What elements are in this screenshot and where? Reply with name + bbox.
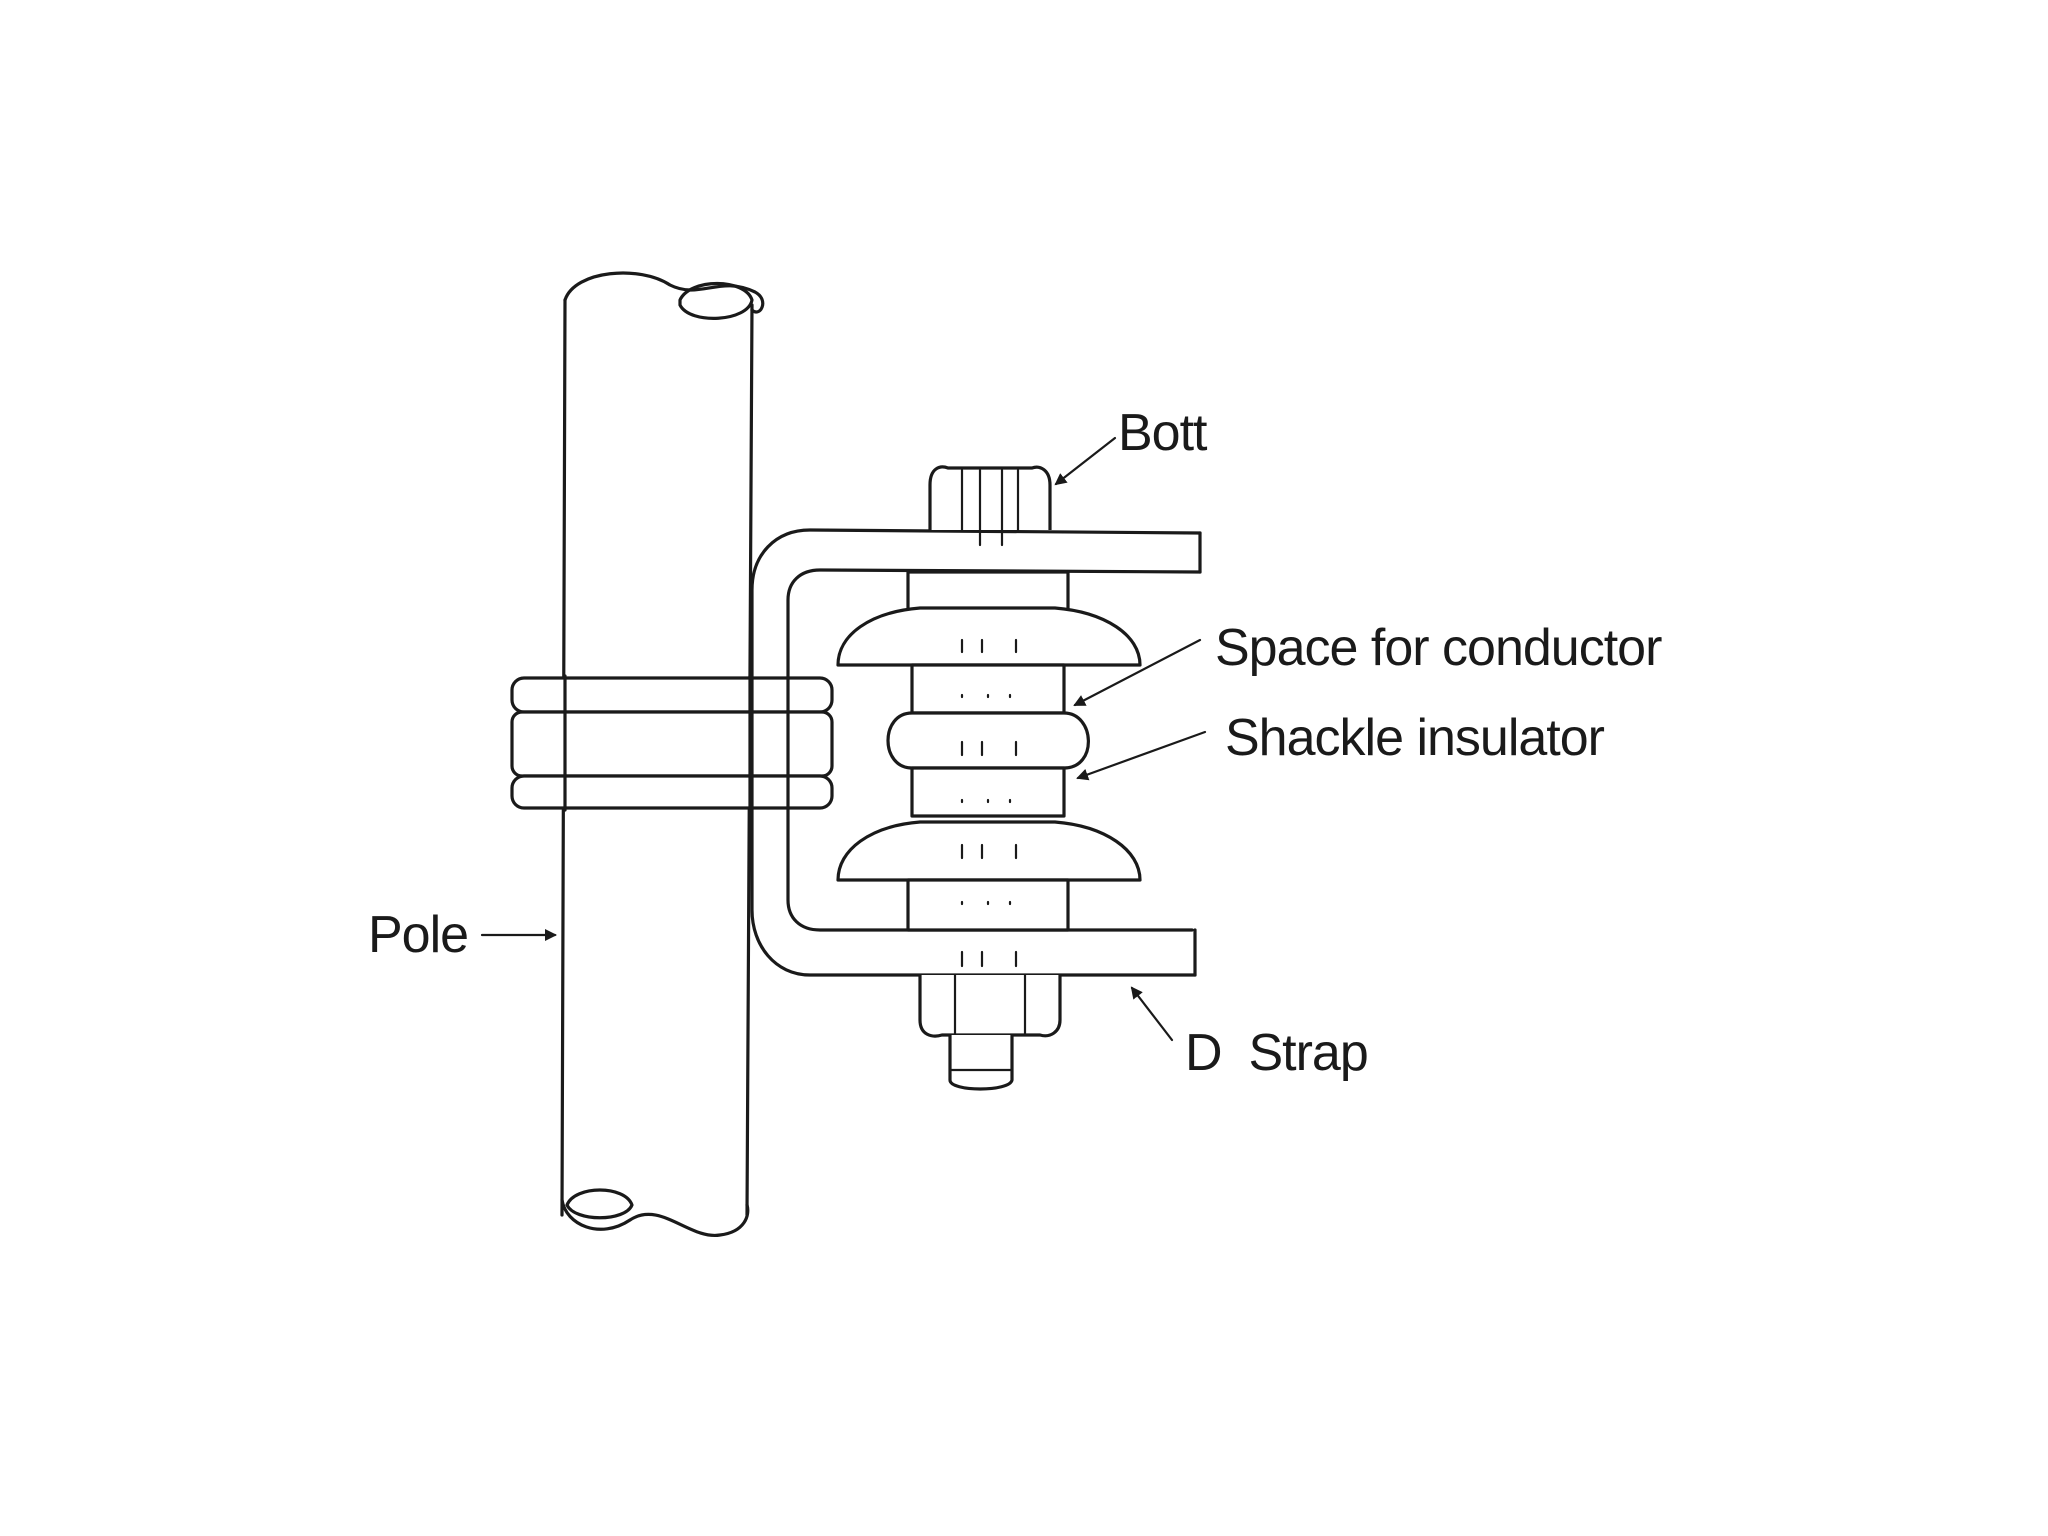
leader-shackle-insulator — [1076, 730, 1207, 781]
through-bolt — [510, 674, 834, 812]
shackle-insulator — [836, 570, 1142, 968]
label-space-for-conductor: Space for conductor — [1215, 619, 1662, 677]
d-strap — [750, 528, 1202, 977]
leader-d-strap — [1130, 986, 1174, 1042]
label-bolt: Bott — [1118, 404, 1208, 462]
label-shackle-insulator: Shackle insulator — [1225, 709, 1605, 767]
label-d-strap: D Strap — [1185, 1024, 1368, 1082]
leader-bolt — [1054, 436, 1117, 486]
leader-space-for-conductor — [1073, 638, 1202, 707]
vertical-bolt — [918, 465, 1062, 1091]
label-pole: Pole — [368, 906, 468, 964]
